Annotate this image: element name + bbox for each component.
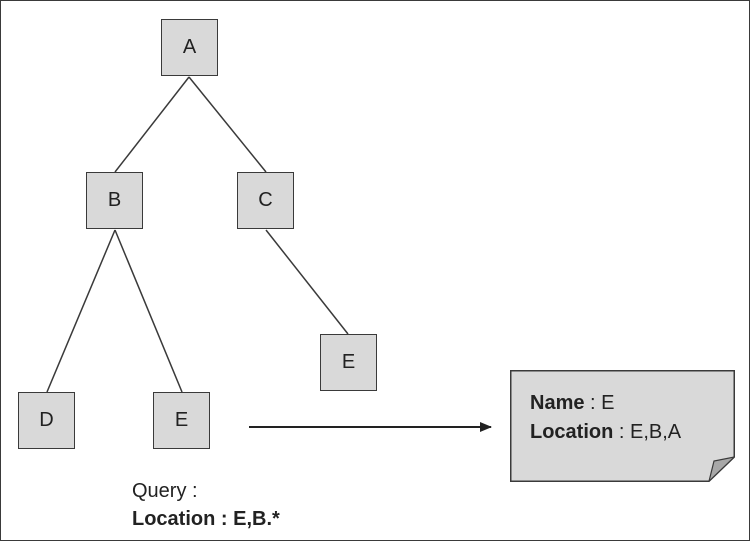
edge-a-b bbox=[114, 76, 190, 173]
node-label: E bbox=[341, 351, 356, 373]
result-location-value: : E,B,A bbox=[613, 421, 682, 443]
note-shape bbox=[510, 370, 735, 482]
result-name-row: Name : E bbox=[530, 389, 681, 418]
edge-a-c bbox=[188, 76, 267, 173]
result-name-key: Name bbox=[530, 392, 585, 414]
node-label: D bbox=[39, 409, 54, 431]
tree-node-e-under-c: E bbox=[320, 334, 377, 391]
tree-node-b: B bbox=[86, 172, 143, 229]
node-label: A bbox=[182, 36, 197, 58]
tree-node-e-under-b: E bbox=[153, 392, 210, 449]
edge-b-e bbox=[114, 229, 183, 393]
tree-node-d: D bbox=[18, 392, 75, 449]
result-name-value: : E bbox=[584, 392, 615, 414]
node-label: C bbox=[258, 189, 273, 211]
query-block: Query : Location : E,B.* bbox=[132, 477, 280, 533]
result-note: Name : E Location : E,B,A bbox=[510, 370, 735, 482]
edge-c-e bbox=[265, 229, 349, 335]
node-label: E bbox=[174, 409, 189, 431]
query-heading: Query : bbox=[132, 480, 198, 502]
tree-node-c: C bbox=[237, 172, 294, 229]
result-location-row: Location : E,B,A bbox=[530, 418, 681, 447]
tree-node-a: A bbox=[161, 19, 218, 76]
result-location-key: Location bbox=[530, 421, 614, 443]
note-text: Name : E Location : E,B,A bbox=[530, 389, 681, 447]
edge-b-d bbox=[46, 229, 116, 393]
node-label: B bbox=[107, 189, 122, 211]
query-expression: Location : E,B.* bbox=[132, 508, 280, 530]
